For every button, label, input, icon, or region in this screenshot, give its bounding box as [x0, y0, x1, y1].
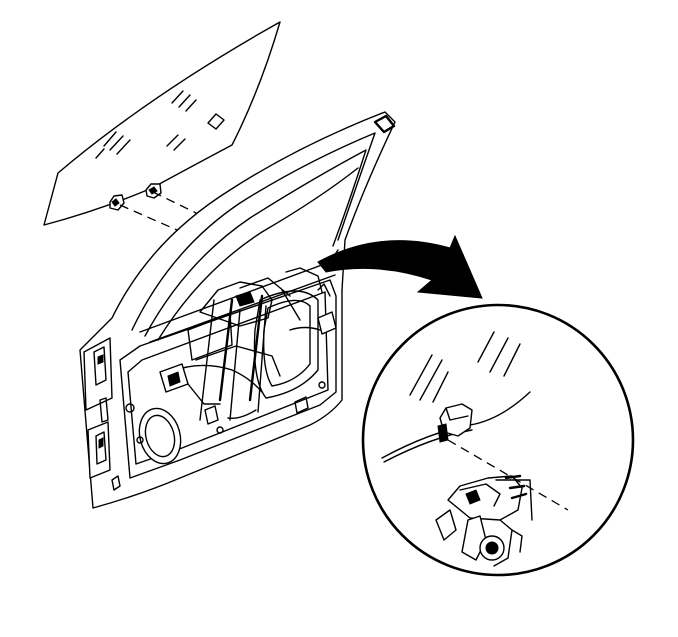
door-glass	[43, 21, 281, 226]
callout-arrow	[317, 234, 483, 299]
detail-regulator-carrier	[435, 474, 533, 567]
window-regulator	[159, 267, 337, 425]
detail-view	[361, 303, 635, 577]
glass-clip-left	[109, 194, 125, 211]
speaker-opening	[138, 407, 182, 465]
detail-glass-clip	[437, 403, 473, 443]
door-frame	[79, 111, 396, 509]
alignment-line-detail	[447, 439, 569, 511]
